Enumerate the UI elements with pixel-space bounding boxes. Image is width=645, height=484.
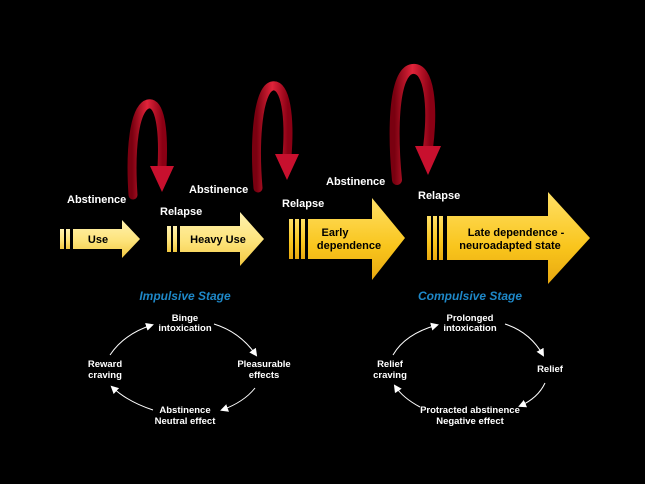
impulsive-top-line2: intoxication — [158, 323, 212, 334]
impulsive-right-line2: effects — [249, 370, 280, 381]
impulsive-left-line1: Reward — [88, 359, 123, 370]
compulsive-right-line1: Relief — [537, 364, 564, 375]
relapse-label-1: Relapse — [160, 206, 202, 218]
relapse-loop-arrow-1 — [127, 99, 174, 200]
stage-label-use: Use — [88, 234, 108, 246]
compulsive-cycle: Prolonged intoxication Relief Protracted… — [373, 313, 564, 427]
impulsive-arrow-top-right — [213, 323, 258, 357]
relapse-loop-arrow-3 — [389, 64, 441, 185]
stage-label-late-line1: Late dependence - — [468, 227, 565, 239]
stage-label-early-line1: Early — [322, 227, 350, 239]
stage-label-late-line2: neuroadapted state — [459, 240, 560, 252]
impulsive-stage-title: Impulsive Stage — [139, 289, 231, 303]
impulsive-arrow-bottom-right — [220, 387, 256, 412]
impulsive-left-line2: craving — [88, 370, 122, 381]
compulsive-top-line2: intoxication — [443, 323, 497, 334]
impulsive-top-line1: Binge — [172, 313, 198, 324]
relapse-loop-arrow-2 — [252, 81, 299, 193]
compulsive-stage-title: Compulsive Stage — [418, 289, 522, 303]
stage-label-heavy-use: Heavy Use — [190, 234, 246, 246]
relapse-label-2: Relapse — [282, 198, 324, 210]
abstinence-label-1: Abstinence — [67, 194, 126, 206]
impulsive-arrow-top-left — [109, 323, 154, 356]
compulsive-bottom-line2: Negative effect — [436, 416, 504, 427]
abstinence-label-2: Abstinence — [189, 184, 248, 196]
stage-arrow-late-dependence: Late dependence - neuroadapted state — [427, 192, 590, 284]
stage-arrow-early-dependence: Early dependence — [289, 198, 405, 280]
impulsive-cycle: Binge intoxication Pleasurable effects A… — [88, 313, 291, 427]
stage-label-early-line2: dependence — [317, 240, 381, 252]
impulsive-arrow-bottom-left — [110, 385, 154, 411]
compulsive-top-line1: Prolonged — [447, 313, 494, 324]
stage-arrow-use: Use — [60, 220, 140, 258]
relapse-label-3: Relapse — [418, 190, 460, 202]
impulsive-bottom-line2: Neutral effect — [155, 416, 217, 427]
impulsive-right-line1: Pleasurable — [237, 359, 290, 370]
impulsive-bottom-line1: Abstinence — [159, 405, 210, 416]
stage-arrow-heavy-use: Heavy Use — [167, 212, 264, 266]
compulsive-arrow-top-right — [504, 323, 544, 357]
abstinence-label-3: Abstinence — [326, 176, 385, 188]
compulsive-arrow-top-left — [392, 322, 439, 356]
compulsive-left-line2: craving — [373, 370, 407, 381]
compulsive-arrow-bottom-right — [518, 382, 546, 408]
compulsive-bottom-line1: Protracted abstinence — [420, 405, 520, 416]
compulsive-arrow-bottom-left — [393, 384, 421, 408]
compulsive-left-line1: Relief — [377, 359, 404, 370]
